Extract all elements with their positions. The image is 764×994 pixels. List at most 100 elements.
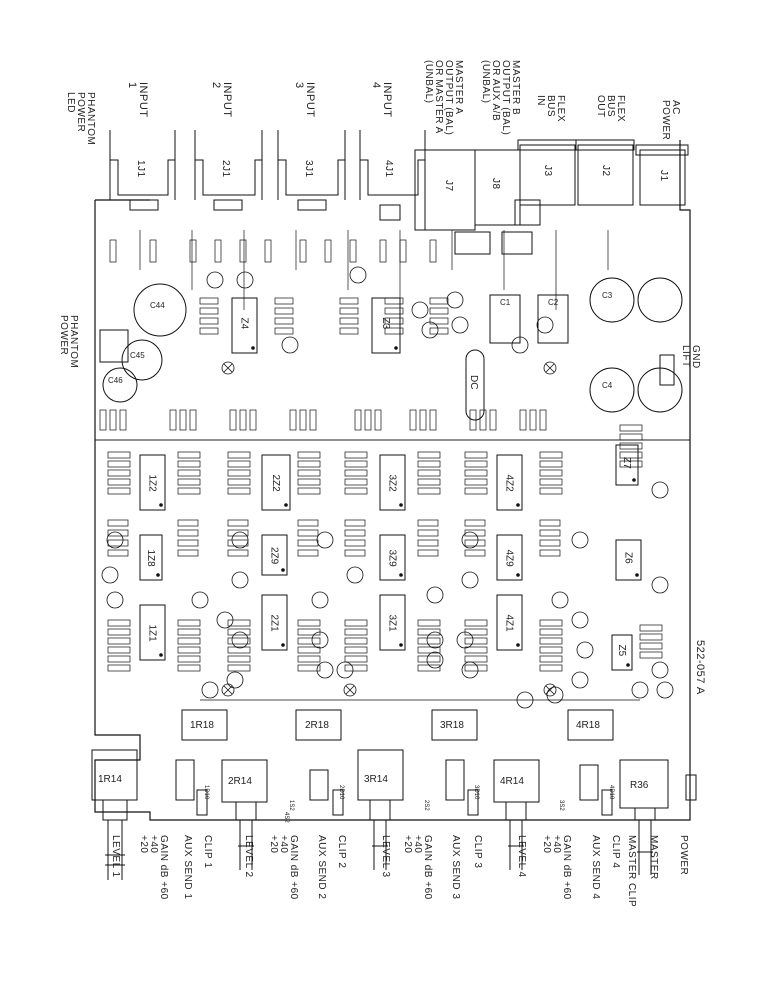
ac-power-label: AC POWER — [660, 100, 681, 141]
test-point — [221, 361, 235, 375]
resistor-vertical — [169, 409, 177, 431]
resistor — [297, 549, 319, 557]
resistor — [177, 619, 201, 627]
resistor-vertical — [309, 409, 317, 431]
ic-z4-pin1 — [251, 346, 255, 350]
resistor — [464, 549, 486, 557]
resistor-vertical — [99, 409, 107, 431]
resistor — [177, 487, 201, 495]
small-capacitor — [201, 681, 219, 699]
small-capacitor — [216, 611, 234, 629]
connector-3j1-id: 3J1 — [303, 160, 314, 178]
resistor — [619, 424, 643, 432]
resistor — [177, 529, 199, 537]
small-capacitor — [456, 631, 474, 649]
ic-z7-body — [615, 444, 639, 486]
bottom-label-15: CLIP 4 — [610, 835, 621, 869]
bottom-label-6: AUX SEND 2 — [316, 835, 327, 900]
bottom-label-13: GAIN dB +60 +40 +20 — [541, 835, 572, 900]
small-capacitor — [426, 631, 444, 649]
small-capacitor — [551, 591, 569, 609]
resistor — [227, 628, 251, 636]
resistor-vertical — [239, 239, 247, 263]
resistor — [227, 619, 251, 627]
phantom-power-label: PHANTOM POWER — [58, 315, 79, 369]
ic-4z9-body — [496, 534, 523, 581]
resistor — [417, 549, 439, 557]
resistor-vertical — [529, 409, 537, 431]
test-point — [543, 683, 557, 697]
resistor — [107, 478, 131, 486]
ic-2z2-body — [261, 454, 291, 511]
resistor — [274, 327, 294, 335]
bottom-misc-label: 1S2 — [288, 800, 294, 811]
resistor — [344, 628, 368, 636]
resistor-vertical — [264, 239, 272, 263]
bottom-label-7: CLIP 2 — [336, 835, 347, 869]
small-capacitor — [651, 576, 669, 594]
resistor — [344, 451, 368, 459]
resistor — [417, 460, 441, 468]
pot-2r14-label: 2R14 — [228, 776, 252, 787]
resistor-vertical — [469, 409, 477, 431]
bottom-controls — [91, 709, 697, 880]
resistor — [639, 624, 663, 632]
regulator-dc-label: DC — [468, 375, 479, 389]
resistor — [344, 637, 368, 645]
resistor-vertical — [229, 409, 237, 431]
resistor — [107, 487, 131, 495]
trim-3r18-label: 3R18 — [440, 720, 464, 731]
resistor — [199, 317, 219, 325]
resistor — [344, 664, 368, 672]
resistor — [384, 307, 404, 315]
resistor — [539, 637, 563, 645]
input-1-label: INPUT 1 — [126, 82, 149, 118]
small-capacitor — [101, 566, 119, 584]
connector-j1-id: J1 — [658, 170, 669, 182]
resistor — [417, 655, 441, 663]
resistor — [199, 327, 219, 335]
ic-1z1-pin1 — [159, 653, 163, 657]
resistor — [464, 469, 488, 477]
ic-3z1-pin1 — [399, 643, 403, 647]
resistor — [107, 529, 129, 537]
test-point — [343, 683, 357, 697]
ic-z7-label: Z7 — [621, 457, 632, 469]
resistor — [619, 442, 643, 450]
resistor — [344, 487, 368, 495]
bottom-label-18: POWER — [678, 835, 689, 876]
resistor — [464, 529, 486, 537]
resistor — [177, 664, 201, 672]
resistor-vertical — [539, 409, 547, 431]
gnd-lift-switch — [659, 354, 675, 386]
small-capacitor — [311, 591, 329, 609]
input-2-label: INPUT 2 — [210, 82, 233, 118]
gnd-lift-label: GND LIFT — [680, 345, 701, 369]
test-point-x — [223, 363, 233, 373]
resistor — [177, 655, 201, 663]
ic-1z2-pin1 — [159, 503, 163, 507]
ic-layer: 1Z11Z21Z82Z12Z22Z93Z13Z23Z94Z14Z24Z9Z3Z4… — [108, 291, 642, 671]
resistor — [619, 460, 643, 468]
ic-2z9-pin1 — [281, 568, 285, 572]
resistor — [464, 487, 488, 495]
resistor — [227, 664, 251, 672]
input-4-label: INPUT 4 — [370, 82, 393, 118]
small-capacitor — [451, 316, 469, 334]
cap-c2-label: C2 — [548, 298, 559, 307]
resistor — [344, 460, 368, 468]
test-point-x — [223, 685, 233, 695]
resistor — [464, 519, 486, 527]
resistor — [107, 637, 131, 645]
resistor — [297, 637, 321, 645]
resistor — [619, 451, 643, 459]
resistor — [464, 619, 488, 627]
cap-c1-label: C1 — [500, 298, 511, 307]
resistor — [274, 317, 294, 325]
small-capacitor — [191, 591, 209, 609]
bottom-misc-label: 4D10 — [608, 785, 614, 800]
bottom-label-9: GAIN dB +60 +40 +20 — [402, 835, 433, 900]
ic-4z9-label: 4Z9 — [504, 550, 515, 568]
trim-4r18-label: 4R18 — [576, 720, 600, 731]
small-capacitor — [231, 631, 249, 649]
